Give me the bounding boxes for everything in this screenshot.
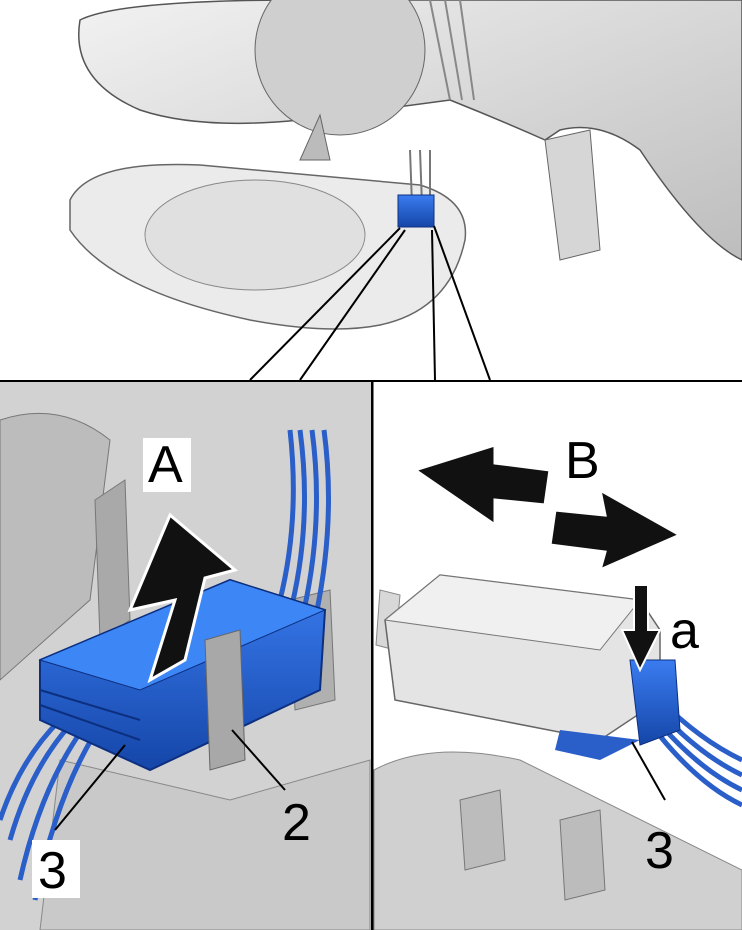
- connector-housing: [383, 574, 681, 760]
- arrow-left-icon: [411, 442, 552, 528]
- arrow-up-icon: [127, 512, 239, 684]
- arrow-right-icon: [548, 487, 684, 573]
- mirror-glass-carrier: [69, 113, 467, 330]
- wires-left: [0, 429, 331, 901]
- right-detail-panel: B a 3: [373, 432, 742, 930]
- connector-small: [397, 194, 435, 228]
- leader-lines: [249, 225, 491, 381]
- left-detail-panel: A 2 3: [0, 382, 371, 930]
- label-a-lower: a: [670, 602, 699, 660]
- label-b: B: [565, 432, 600, 490]
- label-3-left: 3: [38, 842, 67, 900]
- label-a-upper: A: [148, 436, 183, 494]
- mirror-housing: [78, 0, 742, 261]
- label-3-right: 3: [645, 822, 674, 880]
- arrow-down-icon: [620, 584, 662, 673]
- label-2: 2: [282, 794, 311, 852]
- retainer-tab: [204, 629, 246, 771]
